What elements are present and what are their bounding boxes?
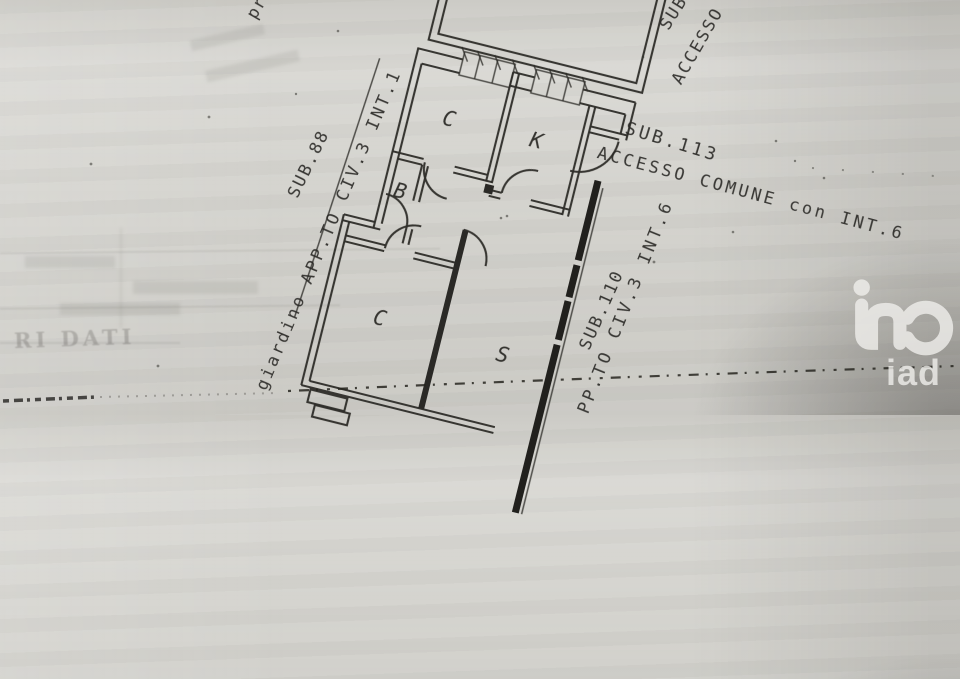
ghost-table-line xyxy=(120,228,122,328)
room-label-c-upper: C xyxy=(440,106,458,132)
paper-specks xyxy=(89,29,826,368)
boundary-dashes-layer xyxy=(2,29,957,403)
room-label-b: B xyxy=(391,178,409,204)
interior-walls xyxy=(344,71,628,410)
neighbor-unit-walls xyxy=(427,0,685,95)
ghost-text-smudge xyxy=(60,303,180,315)
iad-wordmark: iad xyxy=(886,352,942,393)
iad-watermark: iad xyxy=(836,270,960,410)
c-s-divider-wall xyxy=(418,229,469,410)
ghost-table-line xyxy=(0,342,180,344)
bleed-through-layer: RI DATI xyxy=(0,23,440,353)
ghost-text-smudge xyxy=(25,256,115,268)
room-label-s: S xyxy=(494,342,512,368)
ghost-text-smudge xyxy=(133,281,258,294)
iad-logo-icon xyxy=(853,279,954,356)
door-swing-arcs xyxy=(383,141,620,267)
room-label-c-lower: C xyxy=(371,305,389,331)
